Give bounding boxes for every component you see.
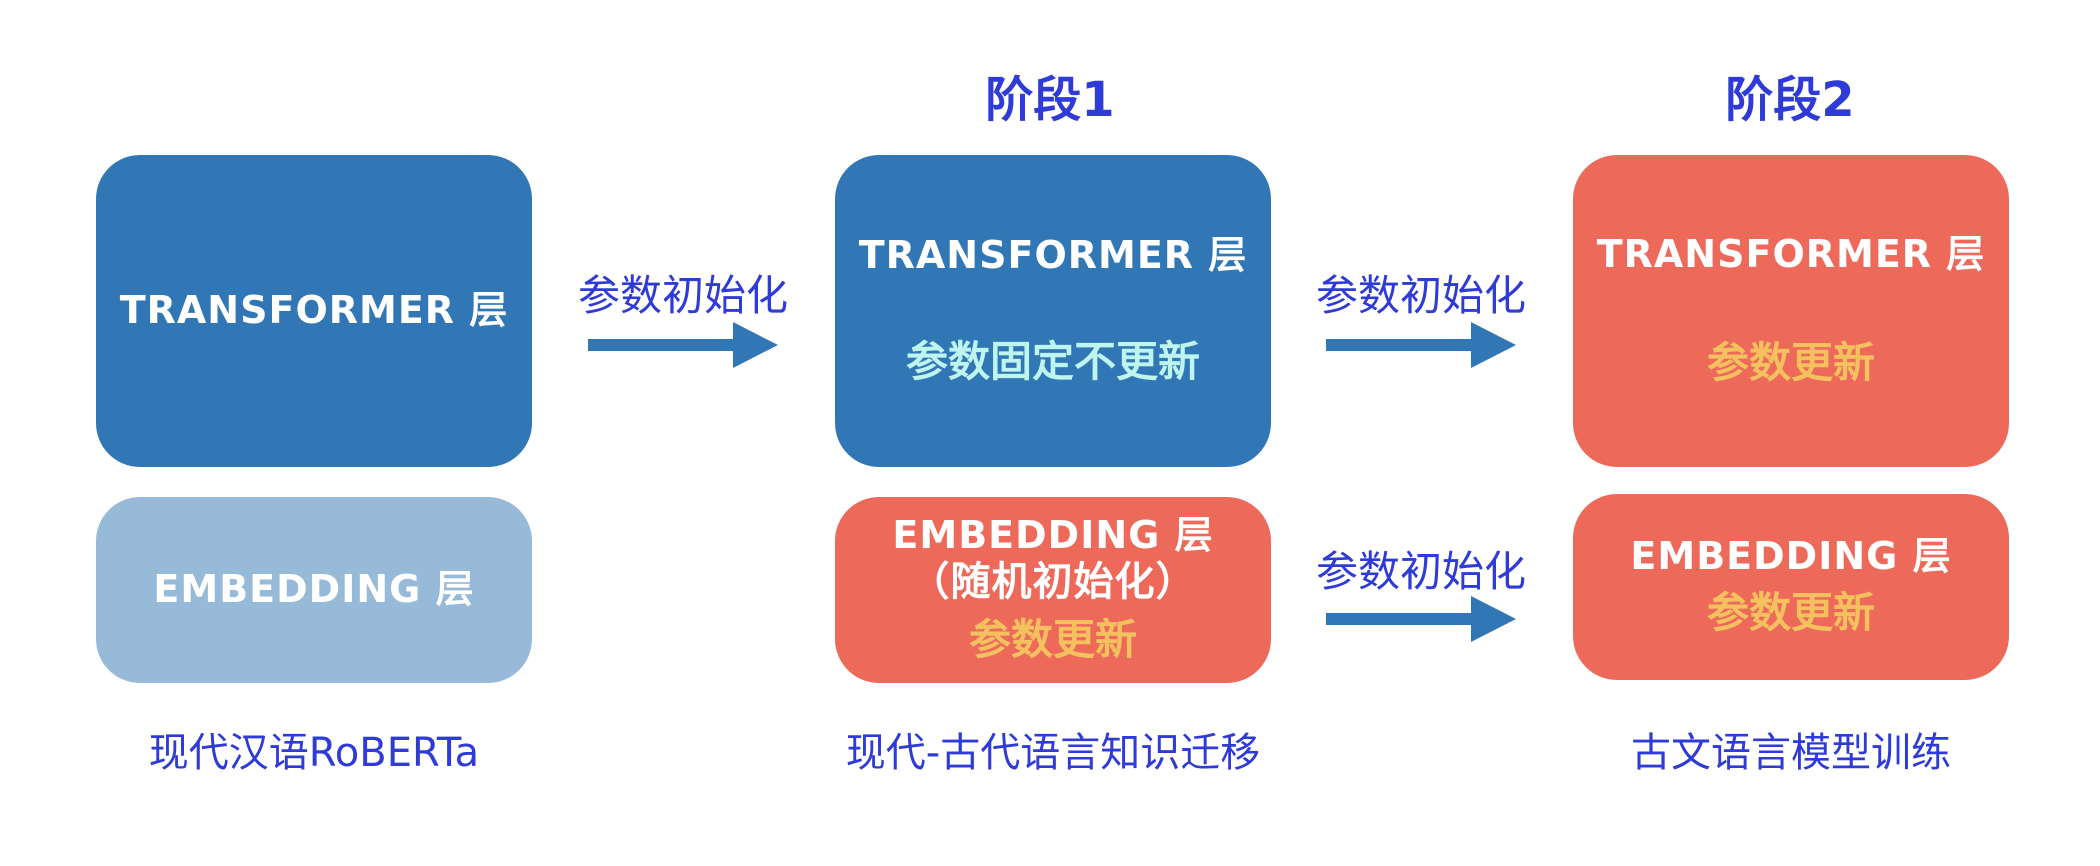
arrow-right-icon [588, 322, 778, 368]
right-caption: 古文语言模型训练 [1631, 730, 1951, 776]
middle-transformer-label: TRANSFORMER 层 [858, 232, 1248, 277]
middle-caption: 现代-古代语言知识迁移 [845, 730, 1261, 776]
middle-transformer-box: TRANSFORMER 层 参数固定不更新 [835, 155, 1271, 467]
left-embedding-label: EMBEDDING 层 [153, 567, 475, 612]
arrow-right-icon [1326, 322, 1516, 368]
right-embedding-box: EMBEDDING 层 参数更新 [1573, 494, 2009, 680]
stage-1-title: 阶段1 [985, 72, 1115, 128]
left-transformer-box: TRANSFORMER 层 [96, 155, 532, 467]
stage-2-title: 阶段2 [1725, 72, 1855, 128]
middle-embedding-update: 参数更新 [968, 615, 1137, 665]
middle-embedding-note: （随机初始化） [909, 559, 1197, 606]
left-transformer-label: TRANSFORMER 层 [119, 288, 509, 333]
right-transformer-box: TRANSFORMER 层 参数更新 [1573, 155, 2009, 467]
right-embedding-note: 参数更新 [1706, 588, 1875, 638]
left-caption: 现代汉语RoBERTa [148, 730, 480, 776]
arrow-right-icon [1326, 596, 1516, 642]
left-embedding-box: EMBEDDING 层 [96, 497, 532, 683]
middle-embedding-label: EMBEDDING 层 [892, 512, 1214, 557]
right-transformer-note: 参数更新 [1706, 338, 1875, 388]
arrow-label-right-top: 参数初始化 [1315, 271, 1526, 320]
middle-embedding-box: EMBEDDING 层 （随机初始化） 参数更新 [835, 497, 1271, 683]
arrow-label-left-top: 参数初始化 [577, 271, 788, 320]
middle-transformer-note: 参数固定不更新 [905, 337, 1200, 387]
right-embedding-label: EMBEDDING 层 [1630, 533, 1952, 578]
arrow-label-right-bottom: 参数初始化 [1315, 547, 1526, 596]
right-transformer-label: TRANSFORMER 层 [1596, 231, 1986, 276]
